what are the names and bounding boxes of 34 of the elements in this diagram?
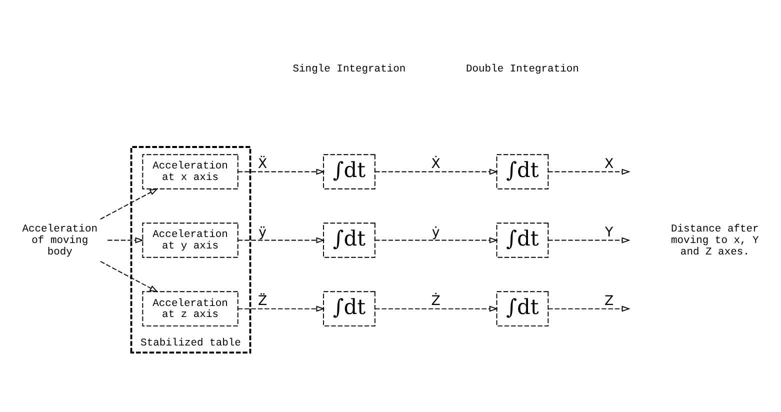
edge-label: Ż [431,294,440,310]
arrow [107,237,144,244]
label: Distance after moving to x, Y and Z axes. [671,224,759,258]
node-box: ∫dt [323,291,376,326]
arrow [374,237,498,244]
label: Single Integration [292,64,406,76]
arrow [548,168,630,175]
arrow [237,168,325,175]
node-box: ∫dt [496,222,549,258]
arrow [374,306,498,312]
node-box: Acceleration at x axis [142,154,238,190]
edge-label: Y [605,226,614,241]
node-box: Acceleration at y axis [142,222,238,258]
node-box: ∫dt [323,222,376,258]
node-box: ∫dt [496,154,549,190]
edge-label: Z̈ [258,294,268,310]
label: Double Integration [466,64,579,76]
edge-label: Z [604,294,614,310]
arrow [374,168,498,175]
arrow [548,306,630,312]
arrow [100,260,158,292]
arrow [237,237,325,244]
edge-label: Ẋ [431,157,440,172]
arrow [100,188,158,220]
node-box: ∫dt [496,291,549,326]
edge-label: X [604,157,614,172]
arrow [237,306,325,312]
node-box: Acceleration at z axis [142,291,238,326]
edge-label: Ẍ [258,157,268,172]
arrow [548,237,630,244]
node-box: ∫dt [323,154,376,190]
edge-label: ẏ [432,226,440,241]
edge-label: ÿ [258,226,267,241]
node-text: Acceleration of moving body [22,224,98,258]
